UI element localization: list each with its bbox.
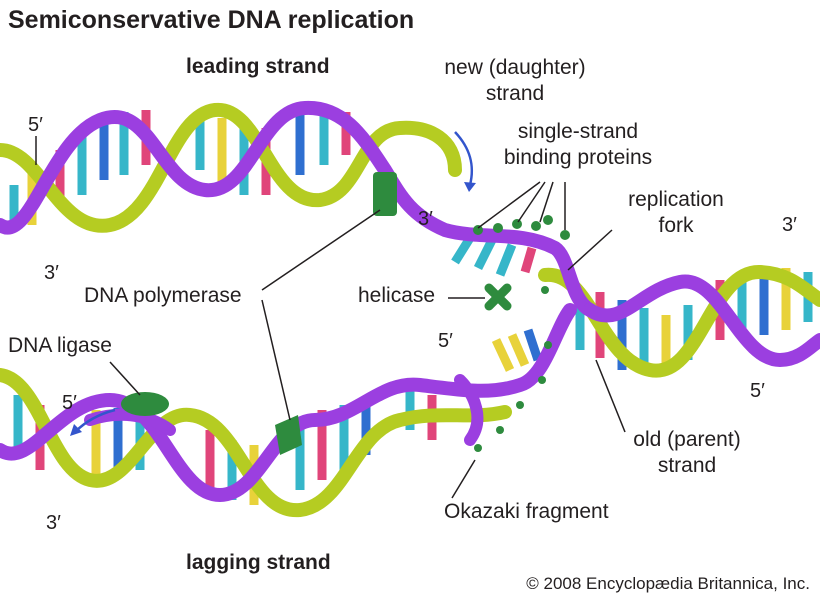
new-strand-label-line1: new (daughter) xyxy=(444,56,586,79)
fork-label-line2: fork xyxy=(658,214,694,237)
okazaki-fragment-left xyxy=(84,408,176,436)
helicase-label: helicase xyxy=(358,284,436,307)
end-label-right-3: 3′ xyxy=(782,214,797,236)
leading-dna-polymerase-icon xyxy=(373,172,397,216)
leading-arrow-head-icon xyxy=(464,182,476,192)
okazaki-fragment-label: Okazaki fragment xyxy=(444,500,609,523)
page-title: Semiconservative DNA replication xyxy=(8,6,415,34)
ssb-label-line2: binding proteins xyxy=(503,146,653,169)
copyright-notice: © 2008 Encyclopædia Britannica, Inc. xyxy=(526,574,810,593)
new-strand-label-line2: strand xyxy=(485,82,545,105)
end-label-top-3-mid: 3′ xyxy=(418,208,433,230)
fork-label-line1: replication xyxy=(628,188,724,211)
end-label-top-3-left: 3′ xyxy=(44,262,59,284)
ssb-label-line1: single-strand xyxy=(517,120,639,143)
helicase-icon xyxy=(484,283,512,311)
leading-strand-label: leading strand xyxy=(186,55,330,78)
end-label-right-5: 5′ xyxy=(750,380,765,402)
dna-ligase-label: DNA ligase xyxy=(8,334,112,357)
dna-ligase-icon xyxy=(121,392,169,416)
old-strand-label-line1: old (parent) xyxy=(633,428,741,451)
end-label-bottom-3: 3′ xyxy=(46,512,61,534)
lagging-dna-polymerase-icon xyxy=(275,415,302,455)
old-strand-label-line2: strand xyxy=(657,454,717,477)
end-label-mid-5: 5′ xyxy=(438,330,453,352)
single-strand-binding-proteins xyxy=(473,215,570,452)
leader-lines xyxy=(35,136,626,499)
end-label-top-5: 5′ xyxy=(28,114,43,136)
okazaki-fragment-tip xyxy=(454,374,484,446)
dna-polymerase-label: DNA polymerase xyxy=(84,284,242,307)
leading-direction-arrow xyxy=(454,131,474,186)
end-label-bottom-5: 5′ xyxy=(62,392,77,414)
lagging-arrow-head-icon xyxy=(70,424,82,436)
lagging-strand-label: lagging strand xyxy=(186,551,331,574)
